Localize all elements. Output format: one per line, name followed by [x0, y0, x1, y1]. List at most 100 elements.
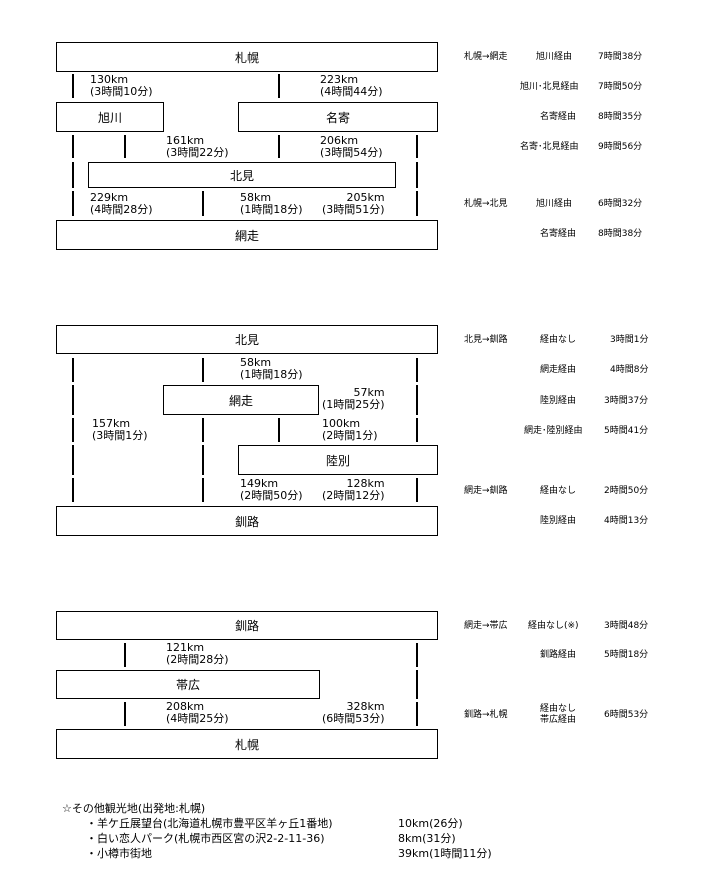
- node-nayoro: 名寄: [238, 102, 438, 132]
- connector-line: [202, 418, 204, 442]
- route-name: 札幌→北見: [464, 199, 508, 209]
- route-via: 陸別経由: [540, 516, 577, 526]
- footer-item-info: 39km(1時間11分): [398, 847, 492, 860]
- route-via: 経由なし(※): [528, 621, 579, 631]
- edge-asahikawa-kitami: 161km (3時間22分): [166, 135, 229, 159]
- route-time: 8時間35分: [598, 112, 643, 122]
- route-via: 釧路経由: [540, 650, 577, 660]
- route-time: 9時間56分: [598, 142, 643, 152]
- edge-time: (2時間50分): [240, 489, 303, 502]
- route-name: 網走→帯広: [464, 621, 508, 631]
- connector-line: [72, 191, 74, 216]
- footer-heading: ☆その他観光地(出発地:札幌): [62, 802, 206, 815]
- edge-distance: 157km: [92, 417, 131, 430]
- route-via: 旭川経由: [536, 52, 573, 62]
- edge-distance: 223km: [320, 73, 359, 86]
- connector-line: [416, 385, 418, 415]
- edge-kushiro-obihiro: 121km (2時間28分): [166, 642, 229, 666]
- route-via: 旭川･北見経由: [520, 82, 579, 92]
- footer-item-name: ・羊ケ丘展望台(北海道札幌市豊平区羊ヶ丘1番地): [86, 817, 333, 830]
- edge-distance: 121km: [166, 641, 205, 654]
- route-name: 札幌→網走: [464, 52, 508, 62]
- edge-distance: 58km: [240, 191, 272, 204]
- route-via-line-2: 帯広経由: [539, 715, 576, 725]
- route-time: 4時間13分: [604, 516, 649, 526]
- connector-line: [416, 191, 418, 216]
- edge-time: (3時間51分): [322, 203, 385, 216]
- edge-kitami-abashiri: 58km (1時間18分): [240, 192, 303, 216]
- edge-rikubetsu-kushiro: 128km (2時間12分): [322, 478, 385, 502]
- edge-distance: 328km: [346, 700, 385, 713]
- node-kushiro: 釧路: [56, 611, 438, 640]
- edge-obihiro-sapporo: 208km (4時間25分): [166, 701, 229, 725]
- route-via: 旭川経由: [536, 199, 573, 209]
- edge-time: (4時間28分): [90, 203, 153, 216]
- footer-item-info: 8km(31分): [398, 832, 456, 845]
- edge-distance: 161km: [166, 134, 205, 147]
- edge-abashiri-rikubetsu: 57km (1時間25分): [322, 387, 385, 411]
- connector-line: [72, 418, 74, 442]
- edge-kitami-abashiri: 58km (1時間18分): [240, 357, 303, 381]
- edge-distance: 149km: [240, 477, 279, 490]
- route-time: 3時間1分: [610, 335, 649, 345]
- edge-distance: 205km: [346, 191, 385, 204]
- route-time: 5時間41分: [604, 426, 649, 436]
- route-time: 7時間38分: [598, 52, 643, 62]
- edge-abashiri-kushiro: 149km (2時間50分): [240, 478, 303, 502]
- edge-sapporo-nayoro: 223km (4時間44分): [320, 74, 383, 98]
- route-via: 名寄経由: [540, 229, 577, 239]
- connector-line: [124, 702, 126, 726]
- edge-time: (1時間25分): [322, 398, 385, 411]
- node-kitami: 北見: [88, 162, 396, 188]
- route-via: 網走経由: [540, 365, 577, 375]
- edge-distance: 57km: [353, 386, 385, 399]
- connector-line: [278, 135, 280, 158]
- route-time: 8時間38分: [598, 229, 643, 239]
- edge-nayoro-kitami: 206km (3時間54分): [320, 135, 383, 159]
- edge-time: (1時間18分): [240, 368, 303, 381]
- edge-asahikawa-abashiri: 229km (4時間28分): [90, 192, 153, 216]
- connector-line: [72, 135, 74, 158]
- node-sapporo: 札幌: [56, 729, 438, 759]
- connector-line: [202, 478, 204, 502]
- route-name: 網走→釧路: [464, 486, 508, 496]
- connector-line: [278, 74, 280, 98]
- connector-line: [202, 358, 204, 382]
- edge-distance: 128km: [346, 477, 385, 490]
- connector-line: [416, 358, 418, 382]
- node-abashiri: 網走: [163, 385, 319, 415]
- connector-line: [416, 702, 418, 726]
- route-time: 5時間18分: [604, 650, 649, 660]
- node-kushiro: 釧路: [56, 506, 438, 536]
- edge-time: (2時間1分): [322, 429, 378, 442]
- edge-time: (6時間53分): [322, 712, 385, 725]
- connector-line: [416, 162, 418, 188]
- route-name: 釧路→札幌: [464, 710, 508, 720]
- node-sapporo: 札幌: [56, 42, 438, 72]
- edge-distance: 100km: [322, 417, 361, 430]
- edge-time: (1時間18分): [240, 203, 303, 216]
- connector-line: [416, 135, 418, 158]
- edge-time: (3時間10分): [90, 85, 153, 98]
- route-time: 3時間37分: [604, 396, 649, 406]
- connector-line: [72, 478, 74, 502]
- route-time: 4時間8分: [610, 365, 649, 375]
- edge-time: (3時間1分): [92, 429, 148, 442]
- node-rikubetsu: 陸別: [238, 445, 438, 475]
- route-time: 6時間53分: [604, 710, 649, 720]
- edge-kushiro-sapporo: 328km (6時間53分): [322, 701, 385, 725]
- connector-line: [72, 162, 74, 188]
- footer-item-name: ・白い恋人パーク(札幌市西区宮の沢2-2-11-36): [86, 832, 325, 845]
- edge-sapporo-asahikawa: 130km (3時間10分): [90, 74, 153, 98]
- edge-time: (4時間44分): [320, 85, 383, 98]
- edge-time: (2時間28分): [166, 653, 229, 666]
- edge-time: (3時間22分): [166, 146, 229, 159]
- connector-line: [72, 74, 74, 98]
- connector-line: [416, 418, 418, 442]
- connector-line: [416, 643, 418, 667]
- edge-time: (3時間54分): [320, 146, 383, 159]
- node-kitami: 北見: [56, 325, 438, 354]
- route-time: 2時間50分: [604, 486, 649, 496]
- edge-time: (2時間12分): [322, 489, 385, 502]
- edge-kitami-rikubetsu: 100km (2時間1分): [322, 418, 378, 442]
